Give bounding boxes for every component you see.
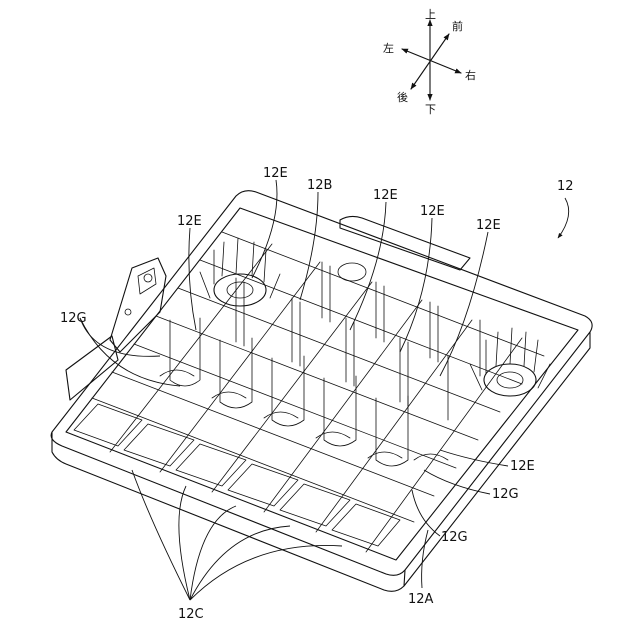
housing-12 bbox=[51, 191, 592, 592]
label-12e-right: 12E bbox=[510, 459, 535, 474]
dir-up-label: 上 bbox=[425, 8, 436, 21]
rib-walls bbox=[236, 262, 480, 420]
left-bracket bbox=[110, 258, 166, 352]
leader-12e-top2 bbox=[350, 202, 386, 330]
label-12g-right1: 12G bbox=[492, 487, 519, 502]
corner-edge bbox=[404, 570, 405, 586]
label-12e-top4: 12E bbox=[476, 218, 501, 233]
leader-12 bbox=[558, 198, 569, 238]
outer-rim bbox=[51, 191, 592, 576]
label-12b: 12B bbox=[307, 178, 332, 193]
bracket-hole-2 bbox=[125, 309, 131, 315]
left-right-axis bbox=[402, 49, 461, 73]
leader-12e-top4 bbox=[440, 232, 488, 376]
leader-12c-4 bbox=[190, 526, 290, 600]
bracket-hole bbox=[144, 274, 152, 282]
left-screw-boss bbox=[200, 238, 280, 306]
dir-back-label: 後 bbox=[397, 90, 408, 104]
leader-12g-right2 bbox=[412, 490, 440, 536]
label-12a: 12A bbox=[408, 592, 434, 607]
label-12e-top2: 12E bbox=[373, 188, 398, 203]
dir-front-label: 前 bbox=[452, 19, 463, 33]
left-skirt bbox=[66, 336, 118, 400]
dir-left-label: 左 bbox=[383, 42, 394, 55]
label-12g-right2: 12G bbox=[441, 530, 468, 545]
right-screw-boss bbox=[470, 328, 550, 396]
label-12e-top3: 12E bbox=[420, 204, 445, 219]
leader-12c-1 bbox=[132, 470, 190, 600]
label-12e-top1: 12E bbox=[263, 166, 288, 181]
center-boss bbox=[338, 263, 366, 281]
direction-indicator: 上 前 左 右 後 下 bbox=[383, 8, 476, 116]
label-12g-left: 12G bbox=[60, 311, 87, 326]
leader-12g-left-b bbox=[80, 318, 180, 386]
leader-12c-3 bbox=[190, 506, 236, 600]
label-12: 12 bbox=[557, 179, 574, 194]
bottom-windows bbox=[74, 404, 400, 546]
label-12c: 12C bbox=[178, 607, 204, 622]
label-12e-left: 12E bbox=[177, 214, 202, 229]
dir-right-label: 右 bbox=[465, 68, 476, 82]
bracket-plate bbox=[138, 268, 156, 294]
leader-12c-2 bbox=[179, 486, 190, 600]
battery-pockets bbox=[160, 318, 448, 466]
top-tab bbox=[340, 216, 470, 270]
leader-12c-5 bbox=[190, 545, 342, 600]
leader-12e-left bbox=[189, 228, 196, 330]
dir-down-label: 下 bbox=[425, 103, 436, 116]
leader-12e-right bbox=[440, 450, 508, 466]
leader-12b bbox=[300, 192, 318, 300]
